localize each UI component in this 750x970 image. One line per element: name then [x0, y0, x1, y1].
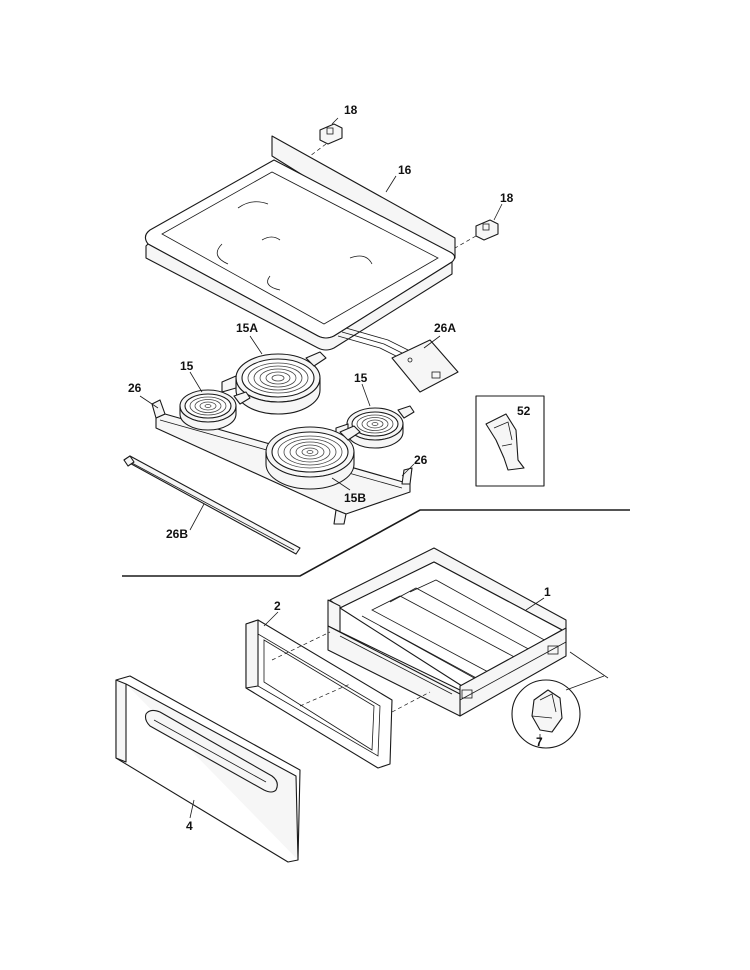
callout-15-right: 15	[354, 371, 368, 385]
terminal-block-bracket[interactable]	[337, 327, 459, 393]
callout-15-left: 15	[180, 359, 194, 373]
callout-16: 16	[398, 163, 412, 177]
callout-4: 4	[186, 819, 193, 833]
callout-18-right: 18	[500, 191, 514, 205]
callout-26-right: 26	[414, 453, 428, 467]
storage-drawer-body[interactable]	[327, 547, 609, 717]
callout-15B: 15B	[344, 491, 366, 505]
section-separator-line	[122, 509, 630, 577]
callout-15A: 15A	[236, 321, 258, 335]
callout-26B: 26B	[166, 527, 188, 541]
mounting-bracket-left[interactable]	[309, 123, 343, 157]
callout-18-left: 18	[344, 103, 358, 117]
callout-7: 7	[536, 735, 543, 749]
radiant-element-small-left[interactable]	[179, 389, 251, 431]
radiant-element-small-right[interactable]	[335, 405, 415, 449]
callout-2: 2	[274, 599, 281, 613]
callout-26-left: 26	[128, 381, 142, 395]
callout-26A: 26A	[434, 321, 456, 335]
inset-box-clip[interactable]	[475, 395, 545, 487]
callout-52: 52	[517, 404, 531, 418]
drawer-front-panel[interactable]	[115, 675, 301, 863]
element-support-strip-lower[interactable]	[123, 455, 301, 555]
radiant-element-large-front[interactable]	[265, 425, 361, 490]
drawer-front-frame[interactable]	[245, 619, 431, 769]
mounting-bracket-right[interactable]	[454, 219, 499, 249]
detail-circle-glide[interactable]	[511, 675, 605, 749]
callout-1: 1	[544, 585, 551, 599]
radiant-element-large-back[interactable]	[221, 351, 327, 415]
cooktop-glass-top[interactable]	[144, 135, 456, 351]
